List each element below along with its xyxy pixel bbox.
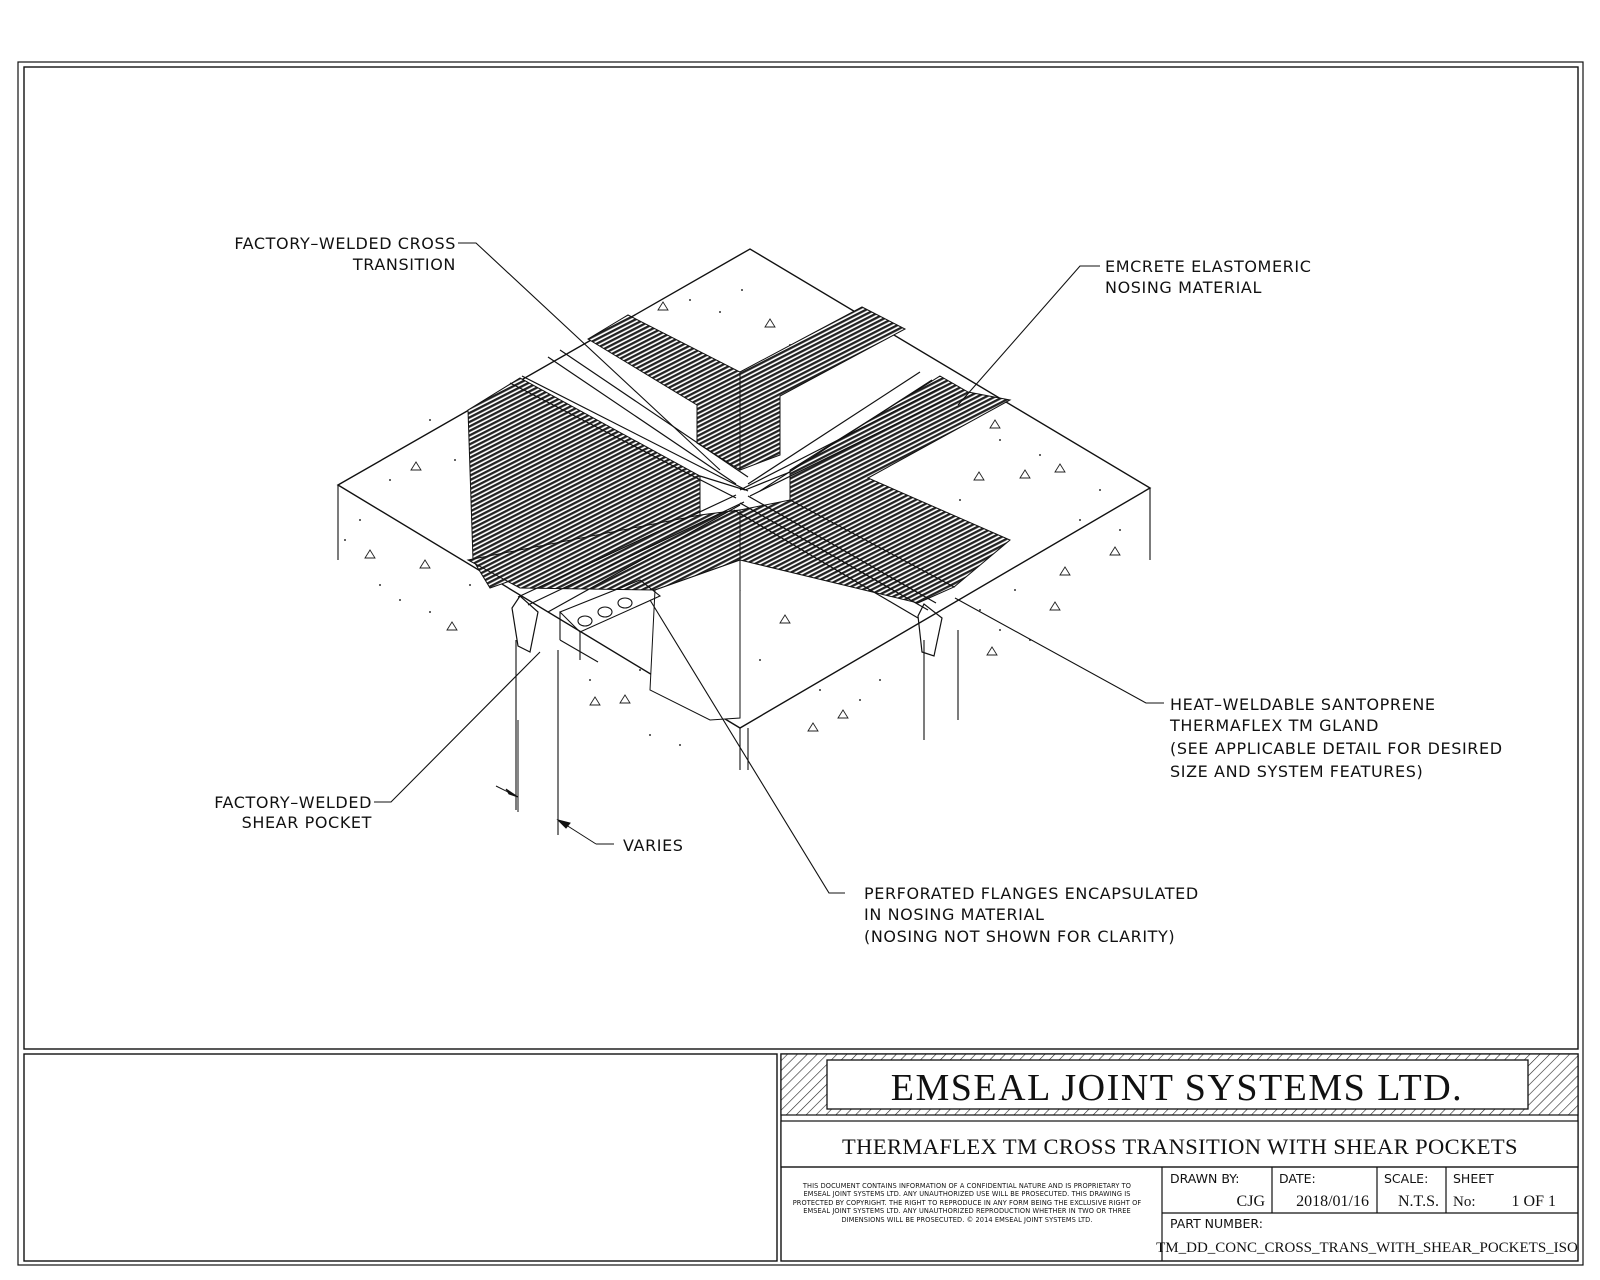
sheet-label: SHEET	[1453, 1171, 1494, 1186]
label-gland-line1: HEAT–WELDABLE SANTOPRENE	[1170, 695, 1436, 714]
label-shear-pocket-line1: FACTORY–WELDED	[214, 793, 372, 812]
label-nosing-line1: EMCRETE ELASTOMERIC	[1105, 257, 1311, 276]
varies-dimension	[495, 720, 614, 845]
callouts: FACTORY–WELDED CROSS TRANSITION EMCRETE …	[214, 234, 1502, 946]
label-shear-pocket-line2: SHEAR POCKET	[242, 813, 372, 832]
leader-lines	[374, 242, 1164, 894]
title-block: EMSEAL JOINT SYSTEMS LTD. THERMAFLEX TM …	[780, 1053, 1579, 1261]
part-number-value: TM_DD_CONC_CROSS_TRANS_WITH_SHEAR_POCKET…	[1156, 1240, 1578, 1256]
confidentiality-notice: THIS DOCUMENT CONTAINS INFORMATION OF A …	[792, 1182, 1142, 1224]
label-flanges-line1: PERFORATED FLANGES ENCAPSULATED	[864, 884, 1199, 903]
label-gland-line2: THERMAFLEX TM GLAND	[1169, 716, 1379, 735]
date-label: DATE:	[1279, 1171, 1316, 1186]
drawing-title: THERMAFLEX TM CROSS TRANSITION WITH SHEA…	[842, 1134, 1518, 1159]
shear-pocket	[559, 579, 662, 663]
label-flanges-line3: (NOSING NOT SHOWN FOR CLARITY)	[864, 927, 1175, 946]
label-cross-transition-line1: FACTORY–WELDED CROSS	[234, 234, 456, 253]
emcrete-nosing	[466, 306, 1012, 721]
scale-label: SCALE:	[1384, 1171, 1428, 1186]
drawn-by-value: CJG	[1237, 1193, 1266, 1210]
date-value: 2018/01/16	[1296, 1193, 1369, 1210]
label-varies: VARIES	[623, 836, 684, 855]
company-name: EMSEAL JOINT SYSTEMS LTD.	[891, 1067, 1463, 1109]
label-flanges-line2: IN NOSING MATERIAL	[864, 905, 1045, 924]
part-number-label: PART NUMBER:	[1170, 1216, 1263, 1231]
label-gland-line4: SIZE AND SYSTEM FEATURES)	[1170, 762, 1423, 781]
label-cross-transition-line2: TRANSITION	[352, 255, 456, 274]
sheet-no-value: 1 OF 1	[1512, 1193, 1556, 1210]
label-nosing-line2: NOSING MATERIAL	[1105, 278, 1262, 297]
label-gland-line3: (SEE APPLICABLE DETAIL FOR DESIRED	[1170, 739, 1503, 758]
thermaflex-gland	[509, 349, 956, 657]
scale-value: N.T.S.	[1398, 1193, 1439, 1210]
drawn-by-label: DRAWN BY:	[1170, 1171, 1239, 1186]
sheet-no-label: No:	[1453, 1194, 1476, 1210]
